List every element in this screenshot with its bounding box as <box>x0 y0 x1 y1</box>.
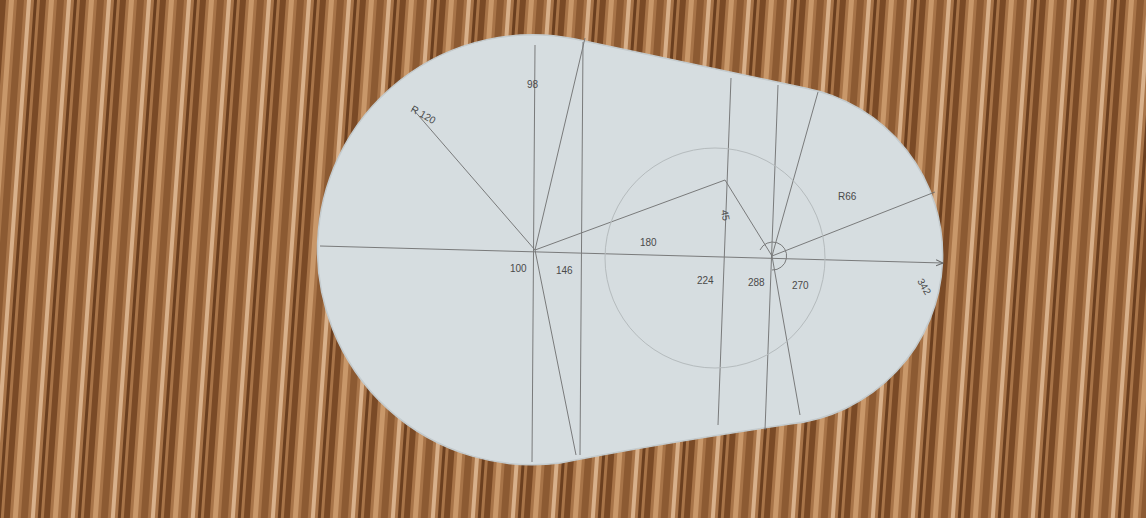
pencil-dimension: 45 <box>719 209 731 222</box>
pencil-dimension: R66 <box>838 192 856 202</box>
pencil-dimension: 180 <box>640 238 657 248</box>
pencil-dimension: 224 <box>697 276 714 286</box>
pencil-dimension: 288 <box>748 278 765 288</box>
pencil-dimension: 98 <box>527 80 538 90</box>
pencil-dimension: 146 <box>556 266 573 276</box>
pencil-dimension: 100 <box>510 264 527 274</box>
pencil-dimension: 270 <box>792 281 809 291</box>
